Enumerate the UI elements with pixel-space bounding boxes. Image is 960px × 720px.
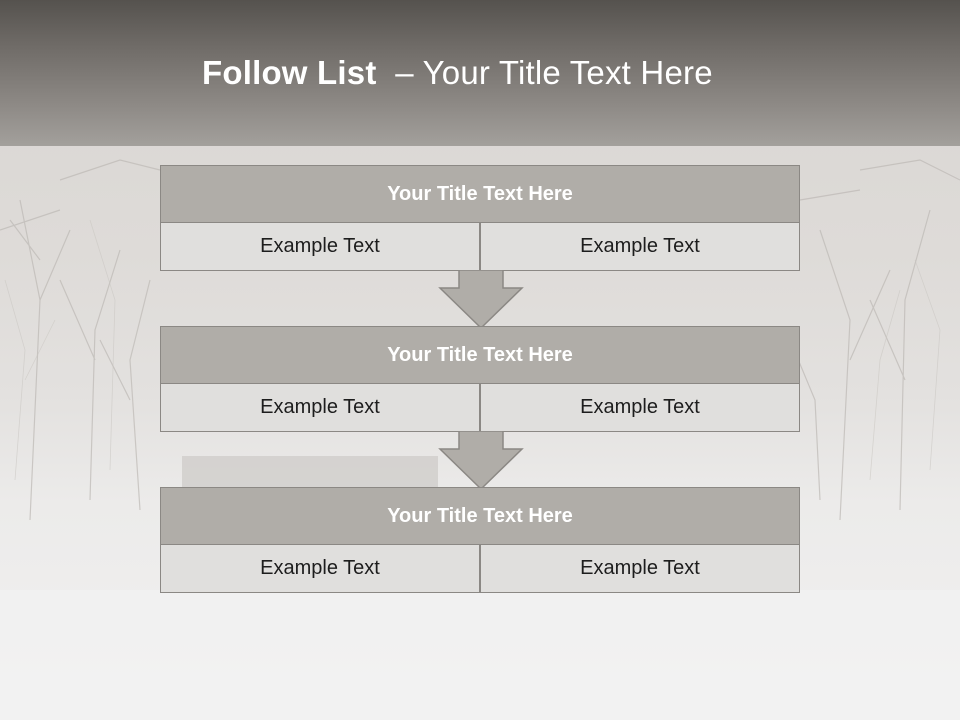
title-bar xyxy=(0,0,960,146)
step-right-cell: Example Text xyxy=(480,384,800,432)
step-block-1: Your Title Text Here Example Text Exampl… xyxy=(160,165,800,272)
step-title: Your Title Text Here xyxy=(160,165,800,223)
step-right-cell: Example Text xyxy=(480,223,800,271)
step-title: Your Title Text Here xyxy=(160,487,800,545)
step-block-3: Your Title Text Here Example Text Exampl… xyxy=(160,487,800,594)
title-rest-text: – Your Title Text Here xyxy=(395,54,713,91)
down-arrow-icon xyxy=(438,270,524,330)
step-title: Your Title Text Here xyxy=(160,326,800,384)
step-row: Example Text Example Text xyxy=(160,384,800,433)
step-left-cell: Example Text xyxy=(160,223,480,271)
step-left-cell: Example Text xyxy=(160,384,480,432)
down-arrow-icon xyxy=(438,431,524,491)
slide-title: Follow List – Your Title Text Here xyxy=(202,54,713,92)
title-rest: – Your Title Text Here xyxy=(386,54,713,91)
title-bold: Follow List xyxy=(202,54,377,91)
step-block-2: Your Title Text Here Example Text Exampl… xyxy=(160,326,800,433)
step-row: Example Text Example Text xyxy=(160,223,800,272)
step-right-cell: Example Text xyxy=(480,545,800,593)
step-left-cell: Example Text xyxy=(160,545,480,593)
step-row: Example Text Example Text xyxy=(160,545,800,594)
